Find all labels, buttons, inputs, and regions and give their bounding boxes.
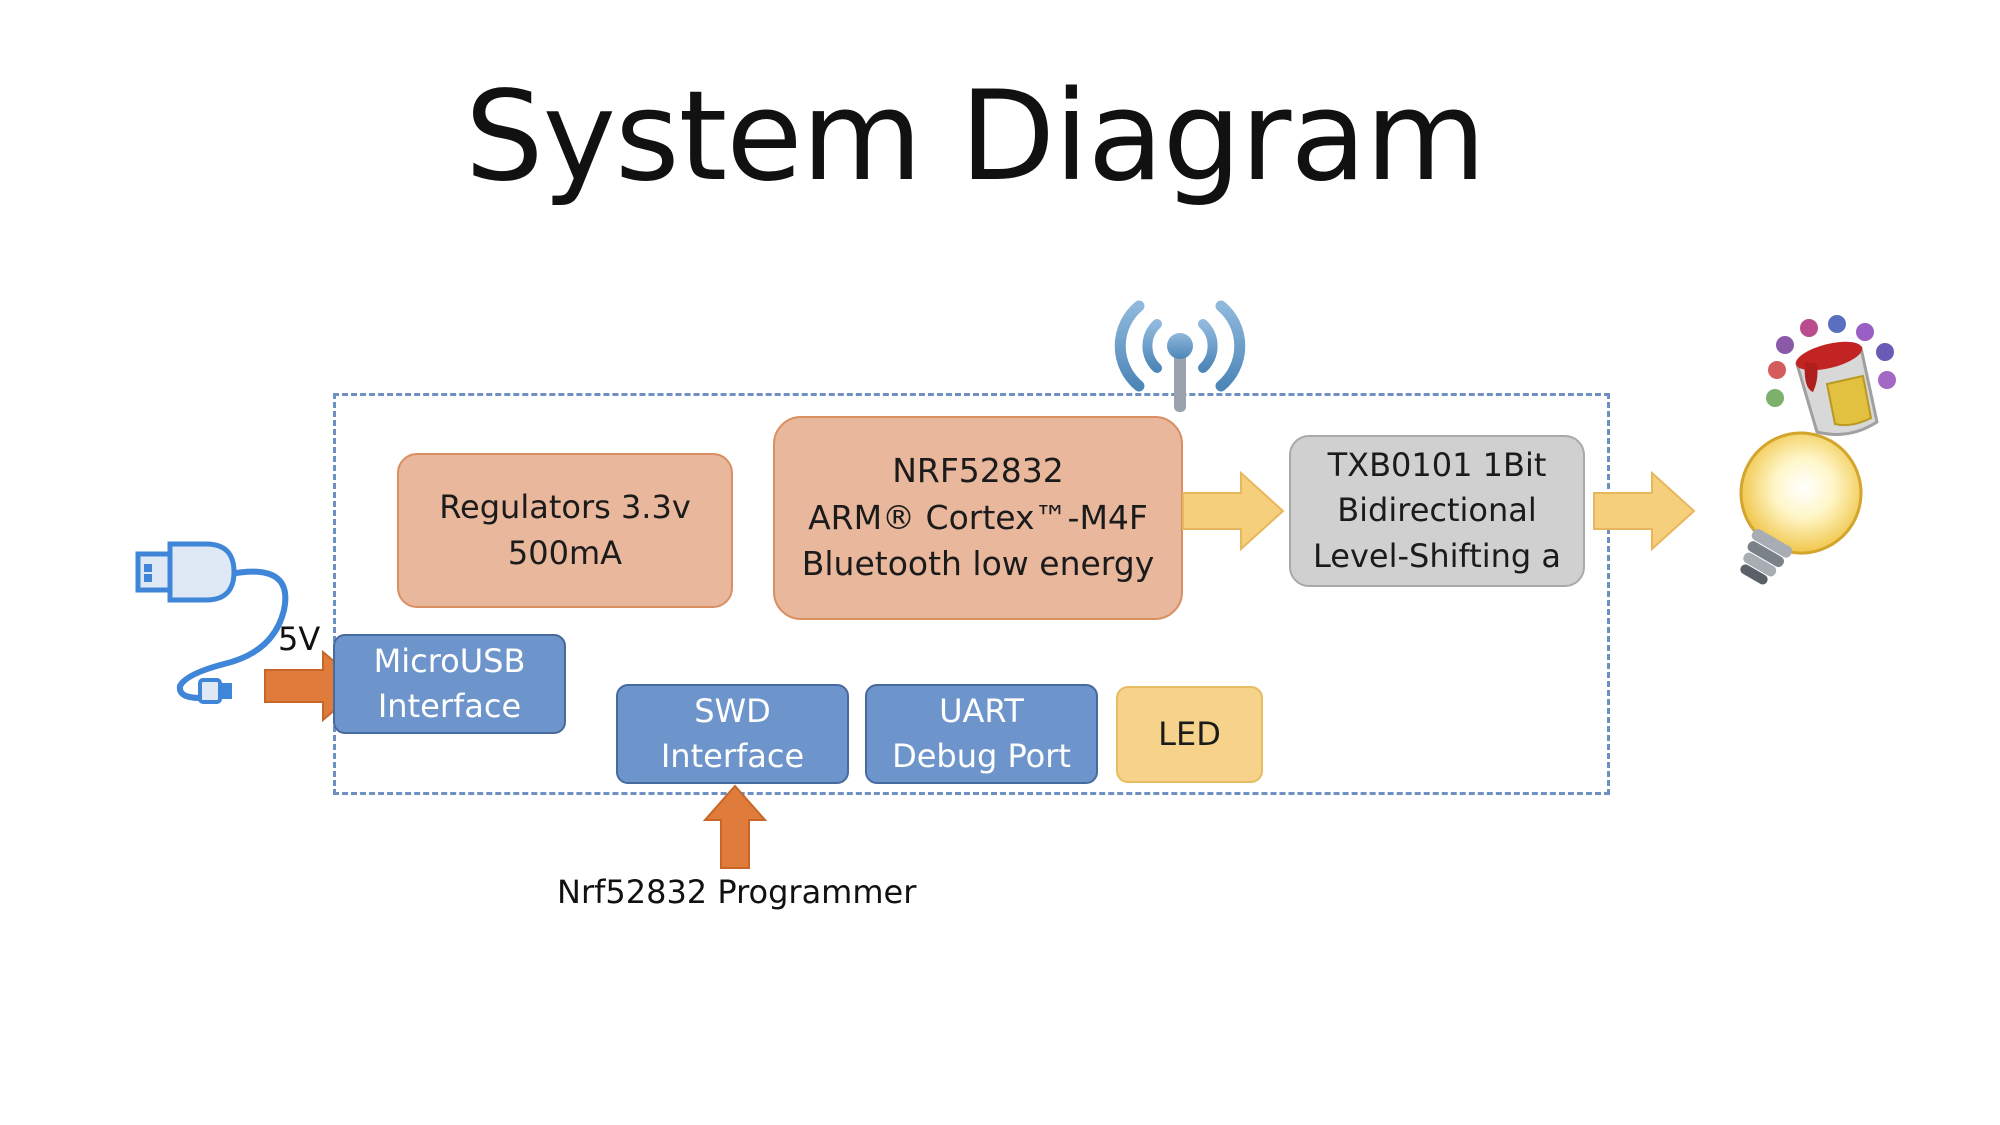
light-bulb-icon xyxy=(1739,431,1863,585)
programmer-input-arrow xyxy=(702,784,768,869)
microusb-interface-block: MicroUSB Interface xyxy=(333,634,566,734)
voltage-label: 5V xyxy=(278,620,321,658)
mcu-block: NRF52832 ARM® Cortex™-M4F Bluetooth low … xyxy=(773,416,1183,620)
led-block: LED xyxy=(1116,686,1263,783)
level-shifter-label-line2: Bidirectional xyxy=(1337,491,1537,530)
uart-label-line1: UART xyxy=(939,691,1024,730)
output-arrow-2 xyxy=(1593,470,1696,552)
level-shifter-label-line1: TXB0101 1Bit xyxy=(1327,445,1547,484)
system-boundary xyxy=(333,393,1610,795)
swd-label-line2: Interface xyxy=(660,737,805,775)
uart-debug-block: UART Debug Port xyxy=(865,684,1098,784)
regulators-block: Regulators 3.3v 500mA xyxy=(397,453,733,608)
level-shifter-block: TXB0101 1Bit Bidirectional Level-Shiftin… xyxy=(1289,435,1585,587)
usb-plug-icon xyxy=(135,541,289,704)
microusb-label-line2: Interface xyxy=(377,687,522,725)
output-arrow-1 xyxy=(1182,470,1285,552)
programmer-label: Nrf52832 Programmer xyxy=(557,873,917,911)
regulators-label-line2: 500mA xyxy=(507,533,623,572)
microusb-label-line1: MicroUSB xyxy=(373,641,526,680)
mcu-label-line1: NRF52832 xyxy=(892,450,1064,490)
page-title: System Diagram xyxy=(464,65,1486,209)
uart-label-line2: Debug Port xyxy=(892,737,1071,775)
paint-bucket-icon xyxy=(1766,315,1896,436)
level-shifter-label-line3: Level-Shifting a xyxy=(1312,536,1561,575)
mcu-label-line2: ARM® Cortex™-M4F xyxy=(808,497,1148,537)
led-label: LED xyxy=(1158,714,1221,753)
mcu-label-line3: Bluetooth low energy xyxy=(801,544,1155,584)
swd-label-line1: SWD xyxy=(694,691,771,730)
wireless-antenna-icon xyxy=(1114,300,1246,412)
regulators-label-line1: Regulators 3.3v xyxy=(439,488,691,527)
swd-interface-block: SWD Interface xyxy=(616,684,849,784)
